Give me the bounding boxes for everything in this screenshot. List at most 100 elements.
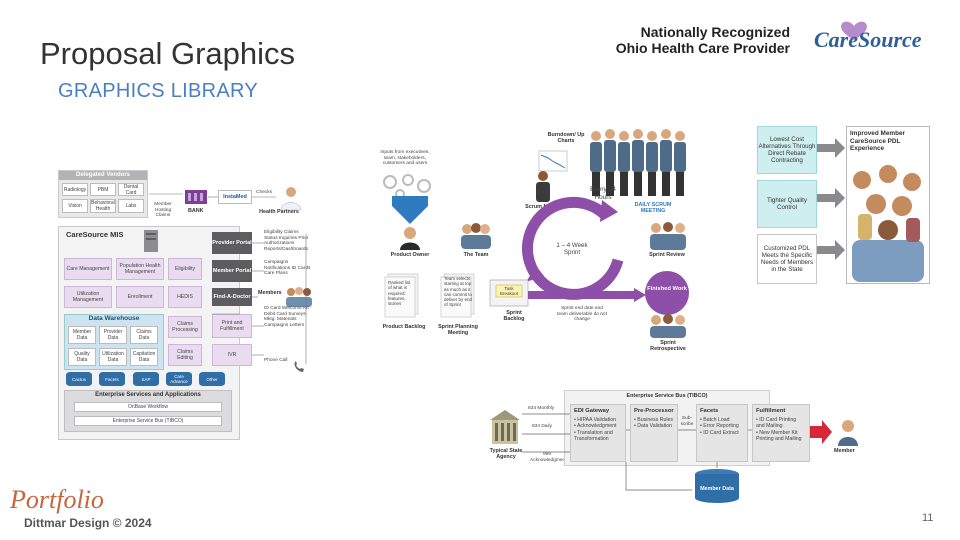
- warehouse-member: Member Data: [68, 326, 96, 344]
- checks-label: Checks: [256, 190, 272, 195]
- claims-processing: Claims Processing: [168, 316, 202, 338]
- system-care-advance: Care Advance: [166, 372, 192, 386]
- member-portal-notes: Campaigns Notifications ID Cards Care Pl…: [264, 260, 311, 277]
- esb-facets: Facets • Batch Load • Error Reporting • …: [696, 404, 748, 462]
- finished-work-label: Finished Work: [647, 286, 687, 292]
- vendor-vision: Vision: [62, 199, 88, 213]
- page-number: 11: [922, 512, 934, 524]
- planning-stack: [440, 273, 475, 318]
- retrospective-team-icon: [650, 314, 686, 338]
- system-facets: Facets: [99, 372, 125, 386]
- task-breakout-label: Task Breakout: [499, 286, 518, 296]
- print-fulfillment: Print and Fulfillment: [212, 314, 252, 338]
- product-backlog-stack: [384, 273, 419, 318]
- edi-item-2: • Acknowledgment: [574, 423, 617, 430]
- members-label: Members: [258, 290, 282, 296]
- module-hedis: HEDIS: [168, 286, 202, 308]
- warehouse-capitation: Capitation Data: [130, 348, 158, 366]
- module-population-health: Population Health Management: [116, 258, 164, 280]
- facets-item-2: • Error Reporting: [700, 423, 739, 430]
- system-cactus: Cactus: [66, 372, 92, 386]
- member-data-cylinder: [695, 469, 739, 503]
- provider-portal-notes: Eligibility Claims Status Inquiries Prio…: [264, 230, 309, 252]
- vendor-radiology: Radiology: [62, 183, 88, 196]
- tagline-line-1: Nationally Recognized: [640, 24, 790, 40]
- benefit-lowest-cost: Lowest Cost Alternatives Through Direct …: [757, 126, 817, 174]
- 999-ack-label: 999 Acknowledgment: [530, 452, 567, 463]
- mis-connector-lines: [149, 193, 307, 364]
- finished-work-circle: [645, 271, 689, 315]
- pre-item-1: • Business Rules: [634, 417, 674, 423]
- ivr-box: IVR: [212, 344, 252, 366]
- esb-diagram: Typical State Agency 834 Monthly 834 Dai…: [484, 390, 864, 512]
- fulfillment-item-1: • ID Card Printing and Mailing: [756, 417, 797, 430]
- member-label: Member: [834, 448, 855, 454]
- 834-daily-label: 834 Daily: [532, 424, 552, 429]
- data-warehouse-title: Data Warehouse: [88, 315, 140, 322]
- funnel-arrow-icon: [392, 196, 428, 224]
- fulfillment-title: Fulfillment: [756, 408, 786, 414]
- sprint-backlog-label: Sprint Backlog: [503, 310, 525, 322]
- tagline: Nationally Recognized Ohio Health Care P…: [600, 24, 790, 56]
- find-a-doctor: Find-A-Doctor: [212, 288, 252, 306]
- scrum-team-group-icon: [590, 129, 686, 196]
- team-selects-label: Team selects starting at top as much as …: [444, 276, 473, 308]
- the-team-icon: [461, 223, 491, 249]
- print-notes: ID Card Welcome Kit Debit Card Surveys M…: [264, 306, 309, 328]
- doctor-icon: [280, 187, 302, 210]
- esa-title: Enterprise Services and Applications: [95, 392, 201, 398]
- sprint-length-label: 1 – 4 Week Sprint: [556, 242, 588, 256]
- esb-edi-gateway: EDI Gateway • HIPAA Validation • Acknowl…: [570, 404, 626, 462]
- esa-onbase: OnBase Workflow: [74, 402, 222, 412]
- credit-label: Dittmar Design © 2024: [24, 516, 152, 530]
- benefit-result-label: Improved Member CareSource PDL Experienc…: [850, 130, 906, 152]
- facets-item-3: • ID Card Extract: [700, 429, 739, 436]
- member-arrow-icon: [810, 420, 858, 446]
- edi-item-3: • Translation and Transformation: [574, 429, 613, 443]
- daily-meeting-label: DAILY SCRUM MEETING: [634, 202, 672, 214]
- esb-pre-processor: Pre-Processor • Business Rules • Data Va…: [630, 404, 678, 462]
- esb-fulfillment: Fulfillment • ID Card Printing and Maili…: [752, 404, 810, 462]
- mis-diagram: Delegated Vendors Radiology PBM Dental C…: [58, 164, 312, 440]
- phone-call-label: Phone Call: [264, 358, 288, 363]
- vendor-behavioral: Behavioral Health: [90, 199, 116, 213]
- vendor-dental: Dental Card: [118, 183, 144, 196]
- system-sap: SAP: [133, 372, 159, 386]
- ranked-list-label: Ranked list of what is required: feature…: [388, 280, 411, 307]
- page-title: Proposal Graphics: [40, 36, 296, 71]
- sprint-review-label: Sprint Review: [649, 252, 685, 258]
- vendor-pbm: PBM: [90, 183, 116, 196]
- tagline-line-2: Ohio Health Care Provider: [615, 40, 790, 56]
- warehouse-claims: Claims Data: [130, 326, 158, 344]
- sprint-cycle-arrow: [521, 196, 624, 300]
- every-24-hours-label: Every 24 Hours: [590, 186, 616, 201]
- edi-gateway-title: EDI Gateway: [574, 408, 610, 414]
- member-hosting-label: Member Hosting Claims: [154, 202, 172, 219]
- member-data-label: Member Data: [700, 486, 734, 492]
- the-team-label: The Team: [463, 252, 489, 258]
- benefit-customized-pdl: Customized PDL Meets the Specific Needs …: [757, 234, 817, 284]
- facets-title: Facets: [700, 408, 719, 414]
- scrum-master-icon: [536, 171, 550, 202]
- fulfillment-item-2: • New Member Kit Printing and Mailing: [756, 429, 802, 443]
- sprint-bar-arrow: [528, 288, 646, 302]
- module-eligibility: Eligibility: [168, 258, 202, 280]
- burndown-label: Burndown/ Up Charts: [547, 132, 585, 144]
- bank-icon: [185, 190, 207, 204]
- module-care-management: Care Management: [64, 258, 112, 280]
- delegated-vendors-title: Delegated Vendors: [59, 171, 147, 180]
- member-portal: Member Portal: [212, 260, 252, 282]
- state-agency-building-icon: [490, 410, 520, 444]
- server-icon: [144, 230, 158, 252]
- 834-monthly-label: 834 Monthly: [528, 406, 555, 411]
- sprint-backlog-box: [489, 279, 529, 307]
- esa-tibco: Enterprise Service Bus (TIBCO): [74, 416, 222, 426]
- product-owner-icon: [400, 227, 420, 250]
- burndown-chart-icon: [538, 150, 568, 172]
- vendor-labs: Labs: [118, 199, 144, 213]
- portfolio-script-label: Portfolio: [10, 485, 104, 514]
- phone-icon: [294, 361, 304, 372]
- warehouse-utilization: Utilization Data: [99, 348, 127, 366]
- diverse-members-photo: [852, 165, 924, 282]
- caresource-heart-icon: [841, 21, 867, 40]
